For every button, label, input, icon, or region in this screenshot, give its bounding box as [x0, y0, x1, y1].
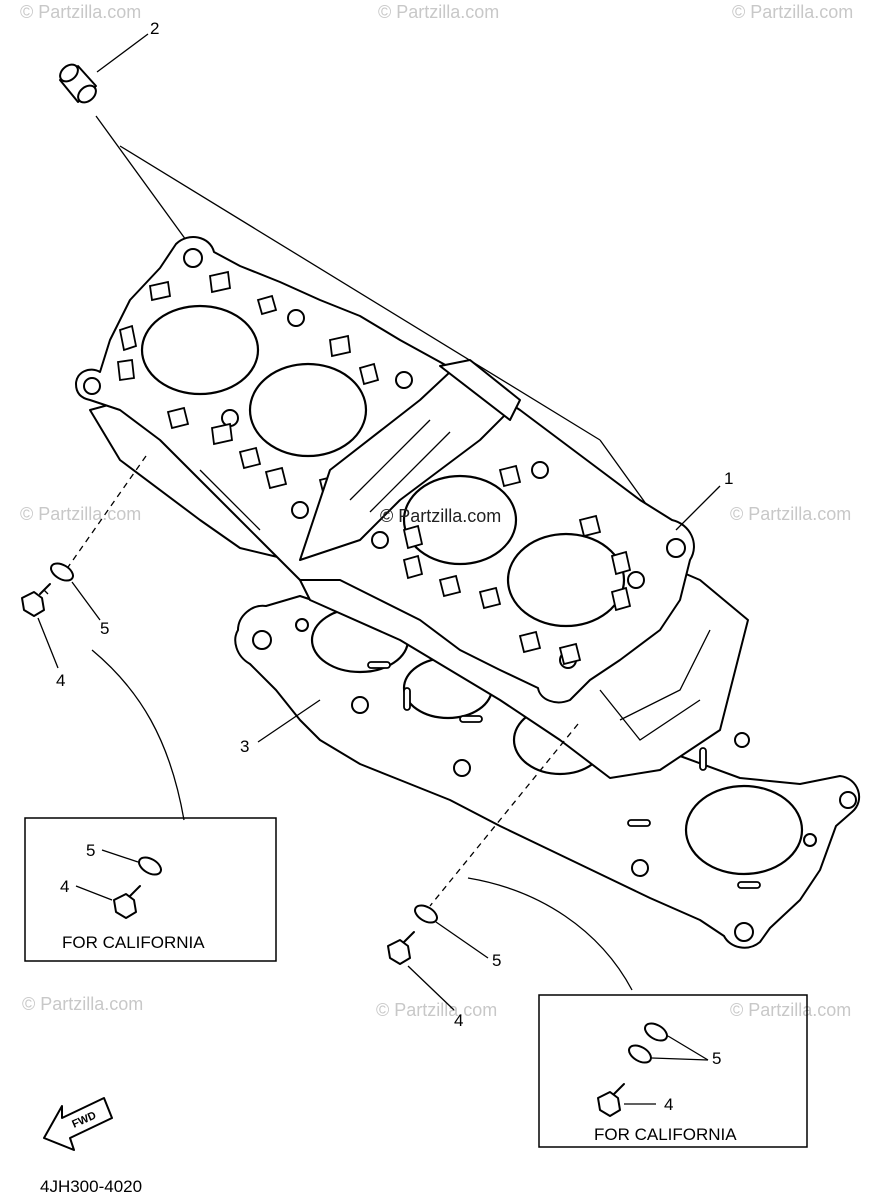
callout-4-left: 4	[56, 671, 65, 690]
dowel-pin	[59, 63, 97, 104]
callout-5-left: 5	[100, 619, 109, 638]
leader-line-3	[257, 699, 321, 743]
callout-5-box-right: 5	[712, 1049, 721, 1068]
bolt-center	[387, 931, 415, 965]
cylinder-block	[75, 236, 749, 779]
callout-2: 2	[150, 19, 159, 38]
california-box-right: 5 4 FOR CALIFORNIA	[538, 994, 808, 1148]
callout-4-center: 4	[454, 1011, 463, 1030]
callout-4-box-left: 4	[60, 877, 69, 896]
watermark: © Partzilla.com	[378, 2, 499, 22]
leader-line-1	[675, 485, 721, 531]
for-california-label-left: FOR CALIFORNIA	[62, 933, 205, 952]
callout-1: 1	[724, 469, 733, 488]
watermark: © Partzilla.com	[20, 504, 141, 524]
leader-line-2	[96, 33, 149, 73]
watermark: © Partzilla.com	[22, 994, 143, 1014]
watermark: © Partzilla.com	[730, 504, 851, 524]
washer-left	[50, 562, 74, 582]
center-fasteners	[387, 723, 633, 1011]
water-jacket-slots	[117, 270, 632, 666]
callout-5-center: 5	[492, 951, 501, 970]
watermark: © Partzilla.com	[730, 1000, 851, 1020]
for-california-label-right: FOR CALIFORNIA	[594, 1125, 737, 1144]
callout-5-box-left: 5	[86, 841, 95, 860]
watermark: © Partzilla.com	[20, 2, 141, 22]
left-fasteners	[21, 455, 185, 821]
watermarks: © Partzilla.com © Partzilla.com © Partzi…	[20, 2, 853, 1020]
washer-center	[414, 904, 438, 924]
diagram-code: 4JH300-4020	[40, 1177, 142, 1196]
watermark: © Partzilla.com	[732, 2, 853, 22]
fwd-arrow-icon: FWD	[43, 1097, 113, 1151]
bolt-left	[21, 583, 51, 617]
watermark: © Partzilla.com	[376, 1000, 497, 1020]
callout-3: 3	[240, 737, 249, 756]
california-box-left: 5 4 FOR CALIFORNIA	[24, 817, 277, 962]
center-watermark: © Partzilla.com	[380, 506, 501, 526]
callout-4-box-right: 4	[664, 1095, 673, 1114]
